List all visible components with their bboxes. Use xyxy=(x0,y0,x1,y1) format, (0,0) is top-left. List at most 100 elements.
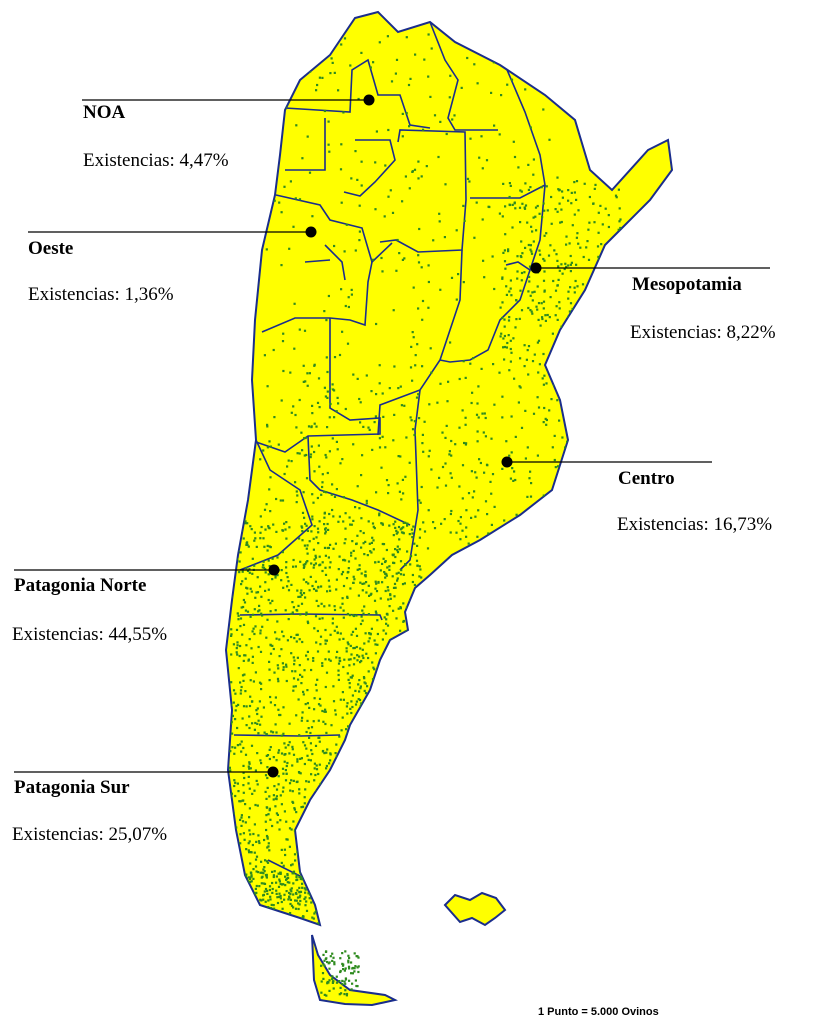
sheep-dot xyxy=(411,379,414,382)
sheep-dot xyxy=(545,586,548,589)
sheep-dot xyxy=(558,202,561,205)
sheep-dot xyxy=(392,609,395,612)
sheep-dot xyxy=(335,743,338,746)
sheep-dot xyxy=(418,536,421,539)
sheep-dot xyxy=(554,561,558,564)
sheep-dot xyxy=(250,871,253,874)
sheep-dot xyxy=(356,816,360,819)
sheep-dot xyxy=(597,320,600,323)
sheep-dot xyxy=(242,895,245,898)
sheep-dot xyxy=(558,357,561,360)
sheep-dot xyxy=(348,956,351,960)
sheep-dot xyxy=(337,878,340,881)
sheep-dot xyxy=(270,730,273,733)
sheep-dot xyxy=(229,865,232,868)
sheep-dot xyxy=(366,685,369,688)
sheep-dot xyxy=(295,920,299,923)
sheep-dot xyxy=(504,267,507,270)
sheep-dot xyxy=(243,838,246,841)
sheep-dot xyxy=(429,347,432,350)
sheep-dot xyxy=(239,743,242,746)
sheep-dot xyxy=(269,445,272,448)
sheep-dot xyxy=(321,473,324,476)
sheep-dot xyxy=(312,537,315,540)
sheep-dot xyxy=(268,807,271,810)
sheep-dot xyxy=(465,442,468,445)
sheep-dot xyxy=(524,246,527,249)
sheep-dot xyxy=(358,829,361,832)
sheep-dot xyxy=(236,653,239,656)
sheep-dot xyxy=(248,851,251,854)
sheep-dot xyxy=(317,830,320,833)
sheep-dot xyxy=(463,441,466,445)
sheep-dot xyxy=(249,877,252,880)
sheep-dot xyxy=(320,980,323,983)
sheep-dot xyxy=(536,396,539,399)
sheep-dot xyxy=(255,891,258,894)
sheep-dot xyxy=(275,889,278,892)
sheep-dot xyxy=(412,666,415,669)
sheep-dot xyxy=(299,560,302,563)
sheep-dot xyxy=(290,460,293,463)
sheep-dot xyxy=(367,656,370,660)
sheep-dot xyxy=(238,654,241,658)
sheep-dot xyxy=(291,748,294,751)
sheep-dot xyxy=(266,837,269,840)
sheep-dot xyxy=(317,806,320,809)
sheep-dot xyxy=(261,922,264,925)
sheep-dot xyxy=(314,580,317,583)
sheep-dot xyxy=(323,993,326,996)
sheep-dot xyxy=(309,731,312,735)
sheep-dot xyxy=(364,721,367,724)
sheep-dot xyxy=(561,367,564,370)
sheep-dot xyxy=(374,415,377,418)
sheep-dot xyxy=(344,978,348,981)
sheep-dot xyxy=(257,840,261,843)
sheep-dot xyxy=(311,891,314,894)
sheep-dot xyxy=(556,284,559,287)
sheep-dot xyxy=(265,636,268,639)
sheep-dot xyxy=(395,669,398,672)
sheep-dot xyxy=(299,613,302,616)
sheep-dot xyxy=(302,380,305,383)
sheep-dot xyxy=(246,899,249,902)
sheep-dot xyxy=(348,850,351,853)
sheep-dot xyxy=(335,827,338,830)
sheep-dot xyxy=(251,630,254,633)
sheep-dot xyxy=(290,890,293,893)
sheep-dot xyxy=(325,671,329,674)
sheep-dot xyxy=(575,180,579,183)
sheep-dot xyxy=(357,956,360,959)
sheep-dot xyxy=(282,332,285,335)
sheep-dot xyxy=(309,70,312,73)
sheep-dot xyxy=(411,710,414,713)
sheep-dot xyxy=(260,871,264,874)
sheep-dot xyxy=(256,804,259,807)
sheep-dot xyxy=(321,664,324,667)
sheep-dot xyxy=(565,265,568,268)
sheep-dot xyxy=(542,307,545,310)
sheep-dot xyxy=(508,316,511,319)
sheep-dot xyxy=(565,576,568,579)
sheep-dot xyxy=(347,296,350,299)
sheep-dot xyxy=(307,892,310,895)
sheep-dot xyxy=(302,491,305,494)
sheep-dot xyxy=(278,828,281,831)
sheep-dot xyxy=(341,570,345,574)
sheep-dot xyxy=(305,879,309,882)
sheep-dot xyxy=(397,571,400,574)
sheep-dot xyxy=(507,248,510,251)
sheep-dot xyxy=(245,873,248,876)
sheep-dot xyxy=(296,780,299,783)
sheep-dot xyxy=(455,531,458,534)
sheep-dot xyxy=(433,114,437,117)
sheep-dot xyxy=(300,525,303,528)
sheep-dot xyxy=(247,545,250,548)
sheep-dot xyxy=(296,494,299,497)
sheep-dot xyxy=(464,423,467,426)
sheep-dot xyxy=(403,257,406,260)
sheep-dot xyxy=(361,723,364,726)
sheep-dot xyxy=(374,208,377,211)
sheep-dot xyxy=(352,663,356,666)
sheep-dot xyxy=(364,735,367,738)
